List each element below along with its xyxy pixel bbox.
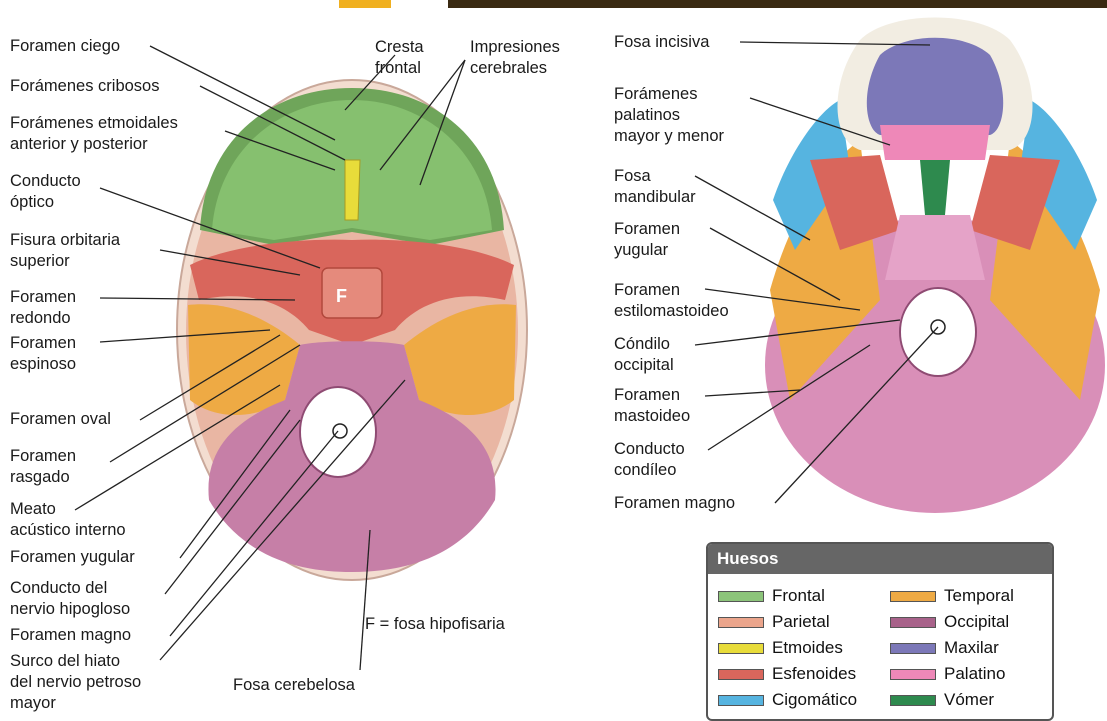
legend-swatch [718, 669, 764, 680]
legend-item-etmoides: Etmoides [718, 638, 843, 658]
label-foramen-magno-right: Foramen magno [614, 493, 735, 514]
label-foramen-yugular: Foramen yugular [10, 547, 135, 568]
legend-item-cigomatico: Cigomático [718, 690, 857, 710]
label-fosa-mandibular: Fosa mandibular [614, 166, 696, 208]
legend-item-parietal: Parietal [718, 612, 830, 632]
legend-item-frontal: Frontal [718, 586, 825, 606]
legend-item-vomer: Vómer [890, 690, 994, 710]
legend-item-temporal: Temporal [890, 586, 1014, 606]
label-foramen-ciego: Foramen ciego [10, 36, 120, 57]
label-foramen-redondo: Foramen redondo [10, 287, 76, 329]
bones-legend: Huesos Frontal Parietal Etmoides Esfenoi… [706, 542, 1054, 721]
label-meato-acustico: Meato acústico interno [10, 499, 126, 541]
label-foramen-rasgado: Foramen rasgado [10, 446, 76, 488]
label-conducto-optico: Conducto óptico [10, 171, 81, 213]
label-foramenes-palatinos: Forámenes palatinos mayor y menor [614, 84, 724, 147]
legend-swatch [890, 643, 936, 654]
legend-item-palatino: Palatino [890, 664, 1005, 684]
legend-swatch [718, 617, 764, 628]
label-foramenes-etmoidales: Forámenes etmoidales anterior y posterio… [10, 113, 178, 155]
legend-swatch [890, 591, 936, 602]
label-f-mark: F [336, 286, 347, 307]
legend-swatch [718, 695, 764, 706]
legend-swatch [890, 669, 936, 680]
internal-skull-base [177, 80, 527, 580]
external-skull-base [765, 18, 1105, 514]
label-foramen-estilomastoideo: Foramen estilomastoideo [614, 280, 729, 322]
label-foramen-oval: Foramen oval [10, 409, 111, 430]
label-f-note: F = fosa hipofisaria [365, 614, 505, 635]
label-foramen-espinoso: Foramen espinoso [10, 333, 76, 375]
legend-item-occipital: Occipital [890, 612, 1009, 632]
label-conducto-hipogloso: Conducto del nervio hipogloso [10, 578, 130, 620]
legend-item-maxilar: Maxilar [890, 638, 999, 658]
label-conducto-condileo: Conducto condíleo [614, 439, 685, 481]
legend-item-esfenoides: Esfenoides [718, 664, 856, 684]
label-cresta-frontal: Cresta frontal [375, 37, 424, 79]
label-fosa-incisiva: Fosa incisiva [614, 32, 709, 53]
label-surco-hiato: Surco del hiato del nervio petroso mayor [10, 651, 141, 714]
legend-swatch [718, 591, 764, 602]
label-condilo-occipital: Cóndilo occipital [614, 334, 674, 376]
label-foramen-yugular-right: Foramen yugular [614, 219, 680, 261]
legend-swatch [890, 695, 936, 706]
label-foramenes-cribosos: Forámenes cribosos [10, 76, 159, 97]
label-impresiones-cerebrales: Impresiones cerebrales [470, 37, 560, 79]
label-fosa-cerebelosa: Fosa cerebelosa [233, 675, 355, 696]
legend-swatch [890, 617, 936, 628]
legend-swatch [718, 643, 764, 654]
label-foramen-mastoideo: Foramen mastoideo [614, 385, 690, 427]
label-foramen-magno-left: Foramen magno [10, 625, 131, 646]
legend-title: Huesos [708, 544, 1052, 574]
label-fisura-orbitaria: Fisura orbitaria superior [10, 230, 120, 272]
